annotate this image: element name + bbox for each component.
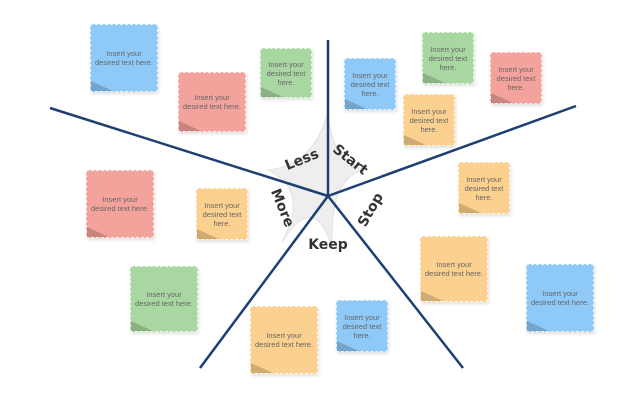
sticky-note-text[interactable]: Insert your desired text here.	[342, 312, 382, 340]
sticky-note[interactable]: Insert your desired text here.	[490, 52, 542, 104]
page-curl-icon	[404, 135, 426, 145]
sticky-note-text[interactable]: Insert your desired text here.	[183, 93, 241, 111]
page-curl-icon	[345, 99, 367, 109]
sticky-note-text[interactable]: Insert your desired text here.	[428, 44, 468, 72]
sticky-note[interactable]: Insert your desired text here.	[130, 266, 198, 332]
sticky-note-text[interactable]: Insert your desired text here.	[91, 195, 149, 213]
label-stop: Stop	[355, 190, 387, 230]
page-curl-icon	[527, 321, 549, 331]
sticky-note-text[interactable]: Insert your desired text here.	[266, 59, 306, 87]
sticky-note-text[interactable]: Insert your desired text here.	[464, 174, 504, 202]
divider-line-right	[327, 104, 577, 198]
sticky-note-text[interactable]: Insert your desired text here.	[255, 331, 313, 349]
sticky-note[interactable]: Insert your desired text here.	[422, 32, 474, 84]
sticky-note-text[interactable]: Insert your desired text here.	[531, 289, 589, 307]
sticky-note-text[interactable]: Insert your desired text here.	[425, 260, 483, 278]
sticky-note-text[interactable]: Insert your desired text here.	[350, 70, 390, 98]
sticky-note-text[interactable]: Insert your desired text here.	[496, 64, 536, 92]
sticky-note-text[interactable]: Insert your desired text here.	[95, 49, 153, 67]
page-curl-icon	[91, 81, 113, 91]
sticky-note-text[interactable]: Insert your desired text here.	[135, 290, 193, 308]
sticky-note-text[interactable]: Insert your desired text here.	[202, 200, 242, 228]
page-curl-icon	[251, 363, 273, 373]
divider-line-bottom-right	[327, 195, 464, 369]
sticky-note[interactable]: Insert your desired text here.	[90, 24, 158, 92]
divider-line-left	[49, 106, 329, 198]
sticky-note[interactable]: Insert your desired text here.	[458, 162, 510, 214]
sticky-note[interactable]: Insert your desired text here.	[178, 72, 246, 132]
sticky-note[interactable]: Insert your desired text here.	[403, 94, 455, 146]
page-curl-icon	[421, 291, 443, 301]
page-curl-icon	[87, 227, 109, 237]
sticky-note[interactable]: Insert your desired text here.	[344, 58, 396, 110]
sticky-note[interactable]: Insert your desired text here.	[196, 188, 248, 240]
page-curl-icon	[197, 229, 219, 239]
sticky-note[interactable]: Insert your desired text here.	[86, 170, 154, 238]
sticky-note-text[interactable]: Insert your desired text here.	[409, 106, 449, 134]
center-star	[266, 109, 366, 249]
page-curl-icon	[337, 341, 359, 351]
page-curl-icon	[459, 203, 481, 213]
sticky-note[interactable]: Insert your desired text here.	[260, 48, 312, 98]
sticky-note[interactable]: Insert your desired text here.	[420, 236, 488, 302]
page-curl-icon	[131, 321, 153, 331]
page-curl-icon	[261, 87, 283, 97]
sticky-note[interactable]: Insert your desired text here.	[250, 306, 318, 374]
sticky-note[interactable]: Insert your desired text here.	[336, 300, 388, 352]
sticky-note[interactable]: Insert your desired text here.	[526, 264, 594, 332]
label-keep: Keep	[308, 237, 348, 253]
divider-line-bottom-left	[198, 195, 330, 369]
page-curl-icon	[179, 121, 201, 131]
page-curl-icon	[423, 73, 445, 83]
page-curl-icon	[491, 93, 513, 103]
